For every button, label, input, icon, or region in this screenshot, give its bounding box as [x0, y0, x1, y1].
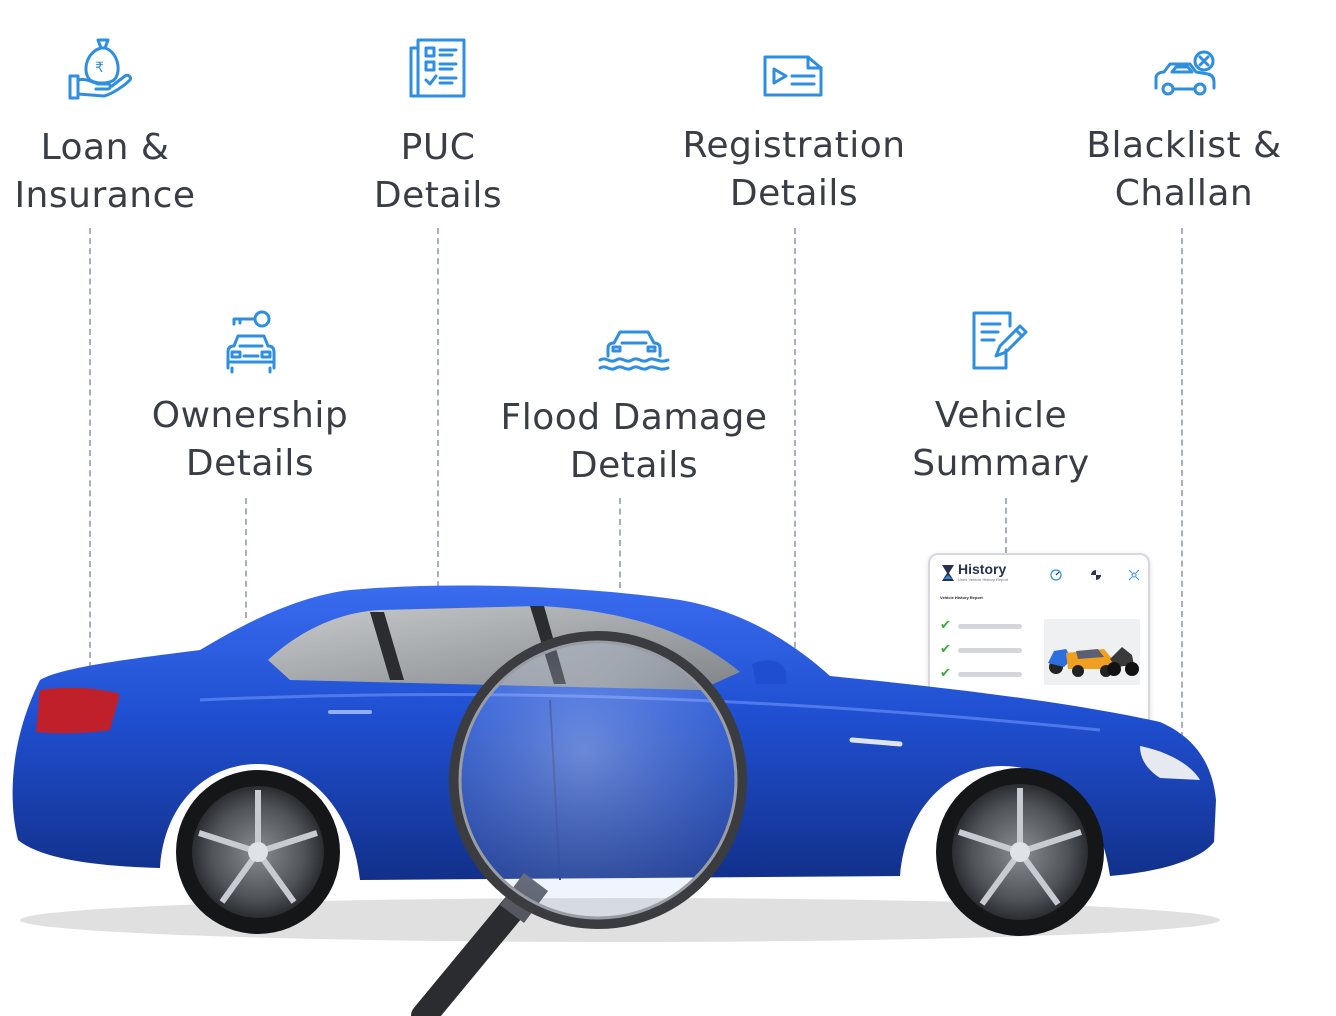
feature-label: Registration — [682, 125, 906, 166]
registration-card-icon — [762, 54, 824, 98]
magnifier-rim — [449, 631, 747, 929]
car-flood-icon — [598, 328, 670, 372]
check-icon: ✔ — [940, 642, 951, 657]
history-logo-icon — [942, 565, 954, 581]
feature-label: Flood Damage — [500, 397, 768, 438]
rear-wheel-rim — [192, 786, 324, 918]
connector-line-blacklist — [1181, 228, 1183, 738]
window-pillar — [530, 606, 566, 684]
placeholder-bar — [958, 672, 1022, 677]
feature-label: Details — [373, 175, 503, 216]
network-icon — [1128, 569, 1140, 581]
connector-line-ownership — [245, 498, 247, 618]
feature-puc-details: PUC Details — [338, 124, 538, 220]
magnifier-rim-highlight — [458, 640, 738, 920]
vehicle-history-report-card: History Used Vehicle History Report Vehi… — [928, 553, 1150, 743]
magnifier-handle — [411, 887, 533, 1016]
connector-line-flood — [619, 498, 621, 588]
check-icon: ✔ — [940, 618, 951, 633]
checklist-document-icon — [408, 36, 468, 100]
report-subtitle: Used Vehicle History Report — [958, 577, 1009, 582]
edit-document-icon — [970, 310, 1030, 370]
rear-wheel-hub — [248, 842, 268, 862]
feature-label: Challan — [1114, 173, 1254, 214]
feature-label: PUC — [400, 127, 476, 168]
car-window — [268, 606, 740, 690]
feature-registration-details: Registration Details — [664, 122, 924, 218]
speedometer-icon — [1050, 569, 1062, 581]
feature-loan-insurance: Loan & Insurance — [0, 124, 210, 220]
feature-label: Summary — [912, 443, 1090, 484]
front-wheel-tire — [936, 768, 1104, 936]
magnifier-neck — [500, 873, 548, 923]
rear-wheel-spokes — [198, 790, 318, 904]
check-icon: ✔ — [940, 666, 951, 681]
money-bag-rupee-icon: ₹ — [68, 36, 134, 102]
side-mirror — [752, 660, 787, 684]
connector-line-registration — [794, 228, 796, 668]
car-shadow — [20, 898, 1220, 942]
magnifier-lens — [454, 636, 742, 924]
feature-label: Details — [729, 173, 859, 214]
window-pillar — [370, 612, 404, 680]
feature-label: Details — [569, 445, 699, 486]
head-light — [1140, 746, 1200, 780]
check-row: ✔ — [940, 667, 1030, 681]
check-row: ✔ — [940, 619, 1030, 633]
feature-ownership-details: Ownership Details — [130, 392, 370, 488]
front-wheel-hub — [1010, 842, 1030, 862]
brand-badge-icon — [1091, 570, 1101, 580]
check-row: ✔ — [940, 643, 1030, 657]
placeholder-bar — [958, 624, 1022, 629]
report-heading: Vehicle History Report — [940, 595, 983, 600]
connector-line-summary — [1005, 498, 1007, 553]
feature-flood-damage-details: Flood Damage Details — [484, 394, 784, 490]
car-key-icon — [222, 310, 280, 374]
feature-label: Vehicle — [934, 395, 1068, 436]
feature-label: Loan & — [40, 127, 170, 168]
rear-wheel-tire — [176, 770, 340, 934]
connector-line-puc — [437, 228, 439, 668]
feature-label: Blacklist & — [1086, 125, 1282, 166]
report-brand: History — [958, 561, 1007, 577]
connector-line-loan — [89, 228, 91, 668]
feature-label: Ownership — [151, 395, 349, 436]
door-line — [549, 699, 561, 881]
feature-label: Insurance — [14, 175, 196, 216]
vehicles-thumbnail — [1044, 619, 1140, 685]
feature-blacklist-challan: Blacklist & Challan — [1074, 122, 1294, 218]
placeholder-bar — [958, 648, 1022, 653]
tail-light — [36, 687, 120, 734]
front-wheel-spokes — [958, 788, 1082, 906]
front-wheel-rim — [952, 784, 1088, 920]
side-vent — [849, 737, 903, 747]
feature-label: Details — [185, 443, 315, 484]
feature-vehicle-summary: Vehicle Summary — [896, 392, 1106, 488]
car-blocked-icon — [1152, 50, 1218, 98]
svg-text:₹: ₹ — [95, 60, 104, 76]
